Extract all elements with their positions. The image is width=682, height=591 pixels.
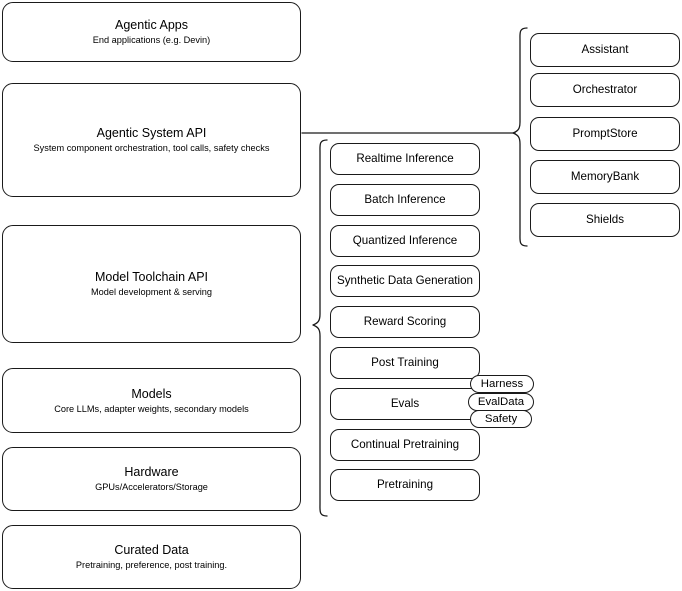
eval-badge-harness[interactable]: Harness [470,375,534,393]
eval-badge-evaldata[interactable]: EvalData [468,393,534,411]
capability-chip-batch-inference[interactable]: Batch Inference [330,184,480,216]
layer-box-agentic-system-api[interactable]: Agentic System API System component orch… [2,83,301,197]
brace-right-column [512,27,528,247]
component-chip-promptstore[interactable]: PromptStore [530,117,680,151]
eval-badge-safety[interactable]: Safety [470,410,532,428]
layer-box-hardware[interactable]: Hardware GPUs/Accelerators/Storage [2,447,301,511]
capability-chip-continual-pretraining[interactable]: Continual Pretraining [330,429,480,461]
layer-subtitle: GPUs/Accelerators/Storage [95,482,208,492]
layer-title: Hardware [124,465,179,479]
layer-title: Agentic Apps [115,18,188,32]
layer-box-models[interactable]: Models Core LLMs, adapter weights, secon… [2,368,301,433]
capability-chip-quantized-inference[interactable]: Quantized Inference [330,225,480,257]
layer-box-model-toolchain-api[interactable]: Model Toolchain API Model development & … [2,225,301,343]
capability-chip-post-training[interactable]: Post Training [330,347,480,379]
capability-chip-reward-scoring[interactable]: Reward Scoring [330,306,480,338]
component-chip-orchestrator[interactable]: Orchestrator [530,73,680,107]
layer-title: Models [131,386,172,401]
capability-chip-pretraining[interactable]: Pretraining [330,469,480,501]
capability-chip-evals[interactable]: Evals [330,388,480,420]
component-chip-assistant[interactable]: Assistant [530,33,680,67]
layer-subtitle: System component orchestration, tool cal… [33,143,270,153]
layer-title: Agentic System API [96,126,207,140]
capability-chip-synthetic-data-generation[interactable]: Synthetic Data Generation [330,265,480,297]
capability-chip-realtime-inference[interactable]: Realtime Inference [330,143,480,175]
layer-subtitle: Pretraining, preference, post training. [75,560,228,570]
brace-middle-column [312,139,328,517]
layer-box-agentic-apps[interactable]: Agentic Apps End applications (e.g. Devi… [2,2,301,62]
layer-subtitle: End applications (e.g. Devin) [92,35,211,45]
component-chip-memorybank[interactable]: MemoryBank [530,160,680,194]
layer-subtitle: Model development & serving [90,287,213,297]
layer-title: Model Toolchain API [94,270,209,284]
layer-title: Curated Data [114,543,189,557]
layer-subtitle: Core LLMs, adapter weights, secondary mo… [54,403,249,414]
component-chip-shields[interactable]: Shields [530,203,680,237]
layer-box-curated-data[interactable]: Curated Data Pretraining, preference, po… [2,525,301,589]
